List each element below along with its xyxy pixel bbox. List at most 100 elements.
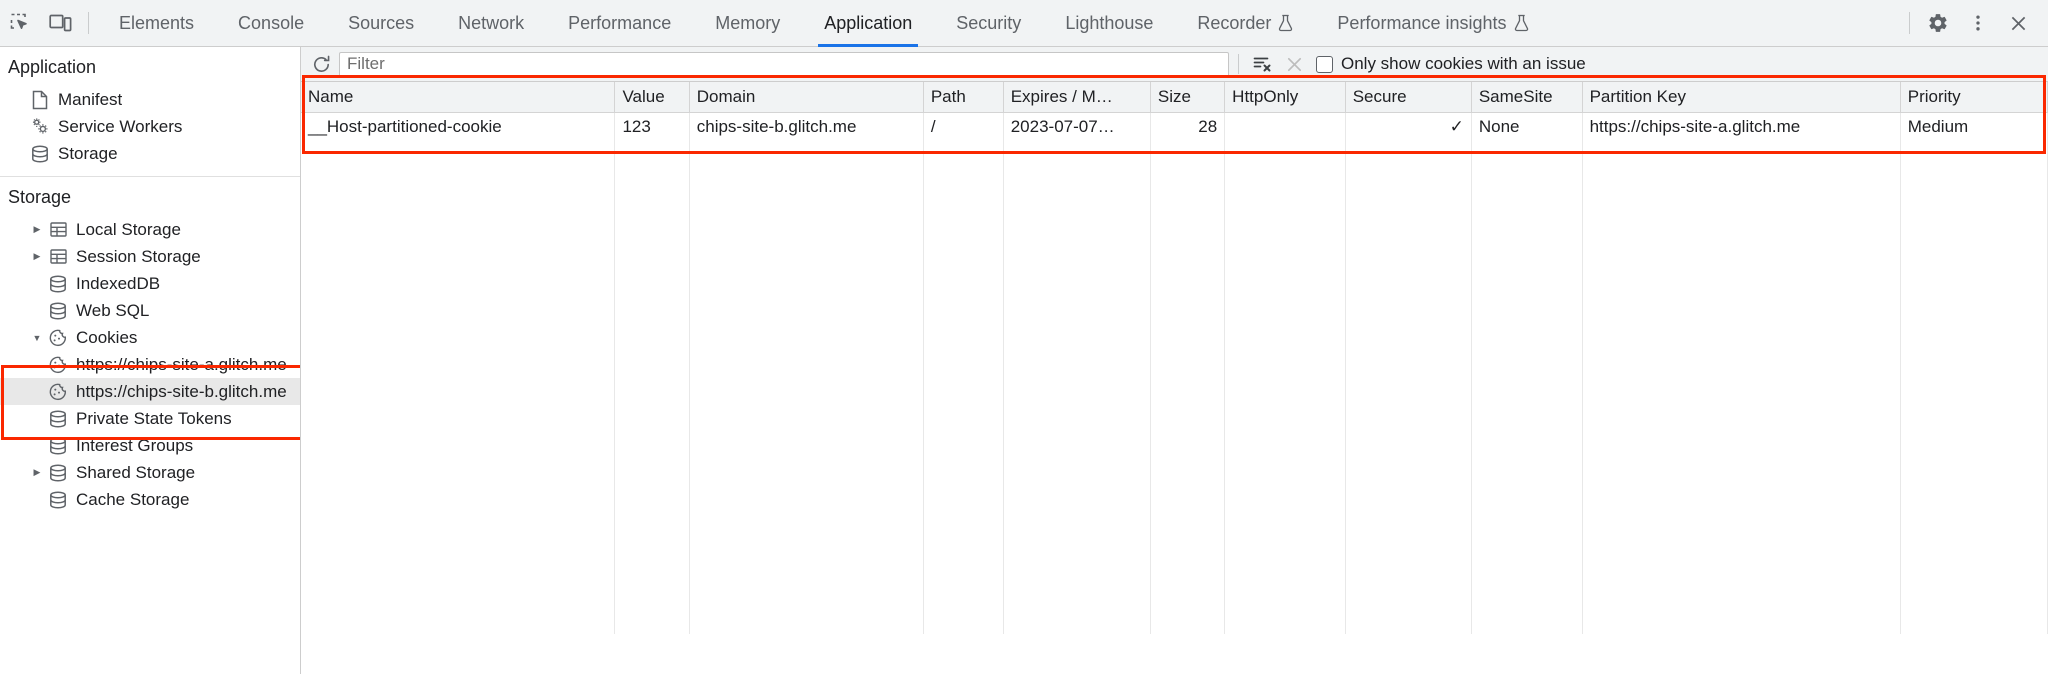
table-filler-row [301,547,2048,576]
column-header-partition-key[interactable]: Partition Key [1582,82,1901,113]
column-header-secure[interactable]: Secure [1345,82,1472,113]
table-filler-row [301,141,2048,170]
cookies-panel: Only show cookies with an issue Name Val… [301,47,2048,674]
sidebar-item-shared-storage[interactable]: ▶ Shared Storage [0,459,300,486]
tab-label: Performance [568,12,672,33]
column-header-samesite[interactable]: SameSite [1471,82,1583,113]
sidebar-item-cookies-site-b[interactable]: https://chips-site-b.glitch.me [0,378,300,405]
database-icon [46,274,70,294]
sidebar-item-label: Interest Groups [76,435,194,455]
sidebar-item-label: Private State Tokens [76,408,232,428]
cell-domain[interactable]: chips-site-b.glitch.me [689,112,924,141]
column-header-priority[interactable]: Priority [1900,82,2048,113]
only-show-issues-checkbox[interactable] [1316,55,1333,73]
sidebar-item-cache-storage[interactable]: ▶ Cache Storage [0,486,300,513]
tab-recorder[interactable]: Recorder [1175,0,1315,47]
tab-memory[interactable]: Memory [693,0,802,47]
tab-application[interactable]: Application [802,0,934,47]
sidebar-item-label: Session Storage [76,246,201,266]
chevron-right-icon[interactable]: ▶ [33,467,41,477]
chevron-down-icon[interactable]: ▼ [32,332,42,343]
clear-all-cookies-icon[interactable] [1248,51,1276,77]
sidebar-item-label: Service Workers [58,116,183,136]
delete-selected-icon[interactable] [1280,51,1308,77]
sidebar-item-private-state-tokens[interactable]: ▶ Private State Tokens [0,405,300,432]
column-header-value[interactable]: Value [614,82,690,113]
chevron-right-icon[interactable]: ▶ [33,224,41,234]
table-filler-row [301,460,2048,489]
tab-label: Sources [348,12,415,33]
cookie-icon [46,355,70,375]
table-filler-row [301,373,2048,402]
column-header-expires[interactable]: Expires / M… [1003,82,1151,113]
device-toolbar-icon[interactable] [40,3,80,43]
chevron-right-icon[interactable]: ▶ [33,251,41,261]
table-filler-row [301,228,2048,257]
sidebar-item-label: https://chips-site-a.glitch.me [76,354,287,374]
tab-network[interactable]: Network [436,0,546,47]
sidebar-item-label: Shared Storage [76,462,196,482]
database-icon [46,436,70,456]
database-icon [46,490,70,510]
refresh-icon[interactable] [307,51,335,77]
tab-elements[interactable]: Elements [97,0,216,47]
table-filler-row [301,257,2048,286]
database-icon [28,144,52,164]
table-filler-row [301,170,2048,199]
tab-label: Security [956,12,1022,33]
only-show-issues-label: Only show cookies with an issue [1341,54,1586,73]
cell-samesite[interactable]: None [1471,112,1583,141]
gears-icon [28,116,52,137]
tab-label: Lighthouse [1065,12,1154,33]
sidebar-item-cookies[interactable]: ▼ Cookies [0,324,300,351]
sidebar-item-label: Storage [58,143,118,163]
column-header-path[interactable]: Path [923,82,1004,113]
sidebar-item-session-storage[interactable]: ▶ Session Storage [0,243,300,270]
cookies-table: Name Value Domain Path Expires / M… Size… [301,82,2048,634]
sidebar-item-storage[interactable]: Storage [0,140,300,167]
sidebar-item-web-sql[interactable]: ▶ Web SQL [0,297,300,324]
tab-label: Application [824,12,913,33]
tab-lighthouse[interactable]: Lighthouse [1043,0,1175,47]
sidebar-item-cookies-site-a[interactable]: https://chips-site-a.glitch.me [0,351,300,378]
cell-size[interactable]: 28 [1150,112,1226,141]
table-row[interactable]: __Host-partitioned-cookie 123 chips-site… [301,112,2048,141]
column-header-domain[interactable]: Domain [689,82,924,113]
tab-performance-insights[interactable]: Performance insights [1315,0,1550,47]
column-header-size[interactable]: Size [1150,82,1226,113]
table-header-row: Name Value Domain Path Expires / M… Size… [301,82,2048,113]
cell-path[interactable]: / [923,112,1004,141]
cell-httponly[interactable] [1224,112,1346,141]
cell-name[interactable]: __Host-partitioned-cookie [301,112,616,141]
tab-sources[interactable]: Sources [326,0,436,47]
toolbar-divider [1909,12,1910,34]
table-filler-row [301,315,2048,344]
cell-value[interactable]: 123 [614,112,690,141]
cell-partition-key[interactable]: https://chips-site-a.glitch.me [1582,112,1901,141]
sidebar-item-service-workers[interactable]: Service Workers [0,113,300,140]
cell-priority[interactable]: Medium [1900,112,2048,141]
only-show-issues-checkbox-row[interactable]: Only show cookies with an issue [1312,54,1586,74]
tab-console[interactable]: Console [216,0,326,47]
cell-secure[interactable]: ✓ [1345,112,1472,141]
application-sidebar-tree: Application Manifest [0,47,301,674]
column-header-name[interactable]: Name [301,82,616,113]
tab-performance[interactable]: Performance [546,0,693,47]
sidebar-item-indexeddb[interactable]: ▶ IndexedDB [0,270,300,297]
gear-icon[interactable] [1918,3,1958,43]
close-icon[interactable] [1998,3,2038,43]
sidebar-item-manifest[interactable]: Manifest [0,86,300,113]
inspect-element-icon[interactable] [0,3,40,43]
column-header-httponly[interactable]: HttpOnly [1224,82,1346,113]
table-filler-row [301,344,2048,373]
more-vertical-icon[interactable] [1958,3,1998,43]
table-icon [46,220,70,239]
sidebar-item-interest-groups[interactable]: ▶ Interest Groups [0,432,300,459]
sidebar-item-label: Cache Storage [76,489,190,509]
sidebar-item-local-storage[interactable]: ▶ Local Storage [0,216,300,243]
tab-security[interactable]: Security [934,0,1043,47]
search-input[interactable] [339,51,1229,77]
sidebar-section-application-title: Application [8,57,97,77]
cell-expires[interactable]: 2023-07-07… [1003,112,1151,141]
cookies-filter-toolbar: Only show cookies with an issue [301,47,2048,82]
